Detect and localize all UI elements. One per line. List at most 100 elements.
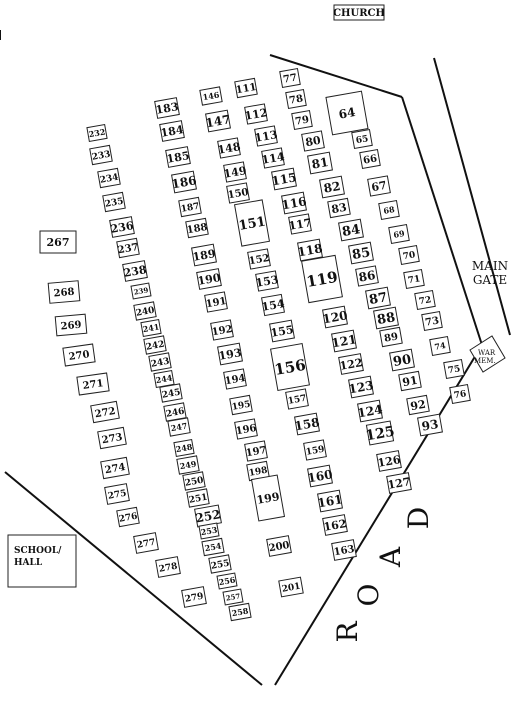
plot-253: 253 (198, 522, 220, 540)
plot-box (327, 197, 351, 219)
plot-box (288, 213, 312, 235)
plot-number: 276 (118, 512, 138, 525)
plot-box (116, 237, 140, 259)
plot-box (229, 394, 253, 416)
plot-number: 84 (341, 222, 361, 240)
plot-275: 275 (104, 483, 130, 505)
plot-70: 70 (398, 244, 420, 266)
plot-number: 238 (123, 263, 148, 280)
plot-148: 148 (217, 137, 242, 159)
plot-number: 279 (184, 592, 204, 605)
plot-box (406, 394, 430, 416)
main-gate-line1: MAIN (472, 259, 508, 273)
plot-box (359, 148, 381, 170)
plot-65: 65 (351, 128, 373, 150)
plot-box (159, 120, 185, 142)
plot-number: 76 (453, 389, 467, 401)
plot-number: 122 (339, 356, 364, 373)
plot-number: 268 (53, 287, 75, 300)
plot-257: 257 (222, 588, 244, 606)
plot-box (319, 175, 345, 199)
plot-number: 161 (316, 492, 343, 510)
plot-box (133, 301, 157, 321)
plot-box (331, 539, 357, 561)
plot-number: 199 (256, 490, 281, 507)
plot-number: 116 (280, 194, 307, 212)
plot-box (348, 375, 374, 399)
plot-274: 274 (100, 456, 130, 480)
plot-86: 86 (355, 265, 379, 287)
plot-number: 245 (161, 388, 181, 401)
plot-number: 187 (180, 202, 200, 215)
plot-194: 194 (223, 368, 247, 390)
plot-251: 251 (186, 488, 210, 508)
plot-239: 239 (130, 282, 152, 300)
plot-74: 74 (429, 335, 451, 357)
plot-box (338, 218, 364, 242)
plot-78: 78 (285, 88, 307, 110)
plot-156: 156 (270, 342, 310, 392)
plot-box (210, 319, 234, 341)
plot-number: 235 (104, 197, 124, 210)
plot-116: 116 (280, 191, 308, 215)
plot-126: 126 (376, 450, 402, 472)
plot-number: 241 (142, 322, 160, 335)
school-hall-line2: HALL (14, 558, 43, 568)
plot-box (116, 506, 140, 528)
plot-81: 81 (307, 151, 333, 175)
plot-box (148, 352, 172, 372)
plot-279: 279 (181, 586, 207, 608)
plot-number: 254 (204, 540, 223, 553)
plot-box (223, 368, 247, 390)
plot-number: 198 (248, 466, 268, 479)
plot-161: 161 (316, 489, 344, 513)
plot-box (317, 489, 343, 513)
plot-box (389, 348, 415, 372)
plot-186: 186 (170, 170, 198, 194)
plot-75: 75 (443, 358, 465, 380)
plot-box (325, 90, 369, 136)
plot-246: 246 (163, 402, 187, 422)
plot-box (208, 554, 232, 574)
plot-245: 245 (159, 383, 183, 403)
plot-box (388, 223, 410, 245)
plot-box (165, 146, 191, 168)
plot-box (217, 137, 241, 159)
plot-114: 114 (261, 147, 286, 169)
plot-number: 156 (273, 356, 307, 379)
plot-box (140, 318, 162, 338)
plot-127: 127 (386, 472, 412, 494)
plot-number: 74 (434, 340, 447, 352)
plot-number: 147 (204, 112, 231, 130)
plot-151: 151 (233, 199, 271, 247)
plot-box (291, 109, 313, 131)
plot-number: 195 (231, 400, 251, 413)
plot-number: 190 (197, 271, 222, 288)
plot-number: 87 (368, 290, 388, 308)
plot-box (449, 383, 471, 405)
plot-number: 66 (362, 153, 378, 166)
plot-197: 197 (244, 440, 268, 462)
plot-248: 248 (173, 438, 195, 458)
plot-66: 66 (359, 148, 381, 170)
plot-82: 82 (319, 175, 345, 199)
plot-247: 247 (167, 417, 191, 437)
plot-number: 112 (244, 106, 269, 123)
plot-number: 246 (165, 407, 185, 420)
plot-number: 78 (288, 93, 304, 106)
plot-box (176, 455, 200, 475)
plot-box (233, 199, 271, 247)
plot-84: 84 (338, 218, 364, 242)
plot-number: 150 (227, 187, 250, 201)
plot-155: 155 (269, 319, 295, 343)
plot-number: 155 (270, 323, 295, 340)
plot-193: 193 (217, 342, 243, 366)
plot-87: 87 (365, 286, 391, 310)
plot-234: 234 (97, 167, 121, 189)
plot-box (348, 241, 374, 265)
plot-number: 93 (421, 417, 440, 434)
plot-92: 92 (406, 394, 430, 416)
plot-241: 241 (140, 318, 162, 338)
plot-number: 191 (205, 296, 227, 310)
plot-box (97, 426, 127, 450)
